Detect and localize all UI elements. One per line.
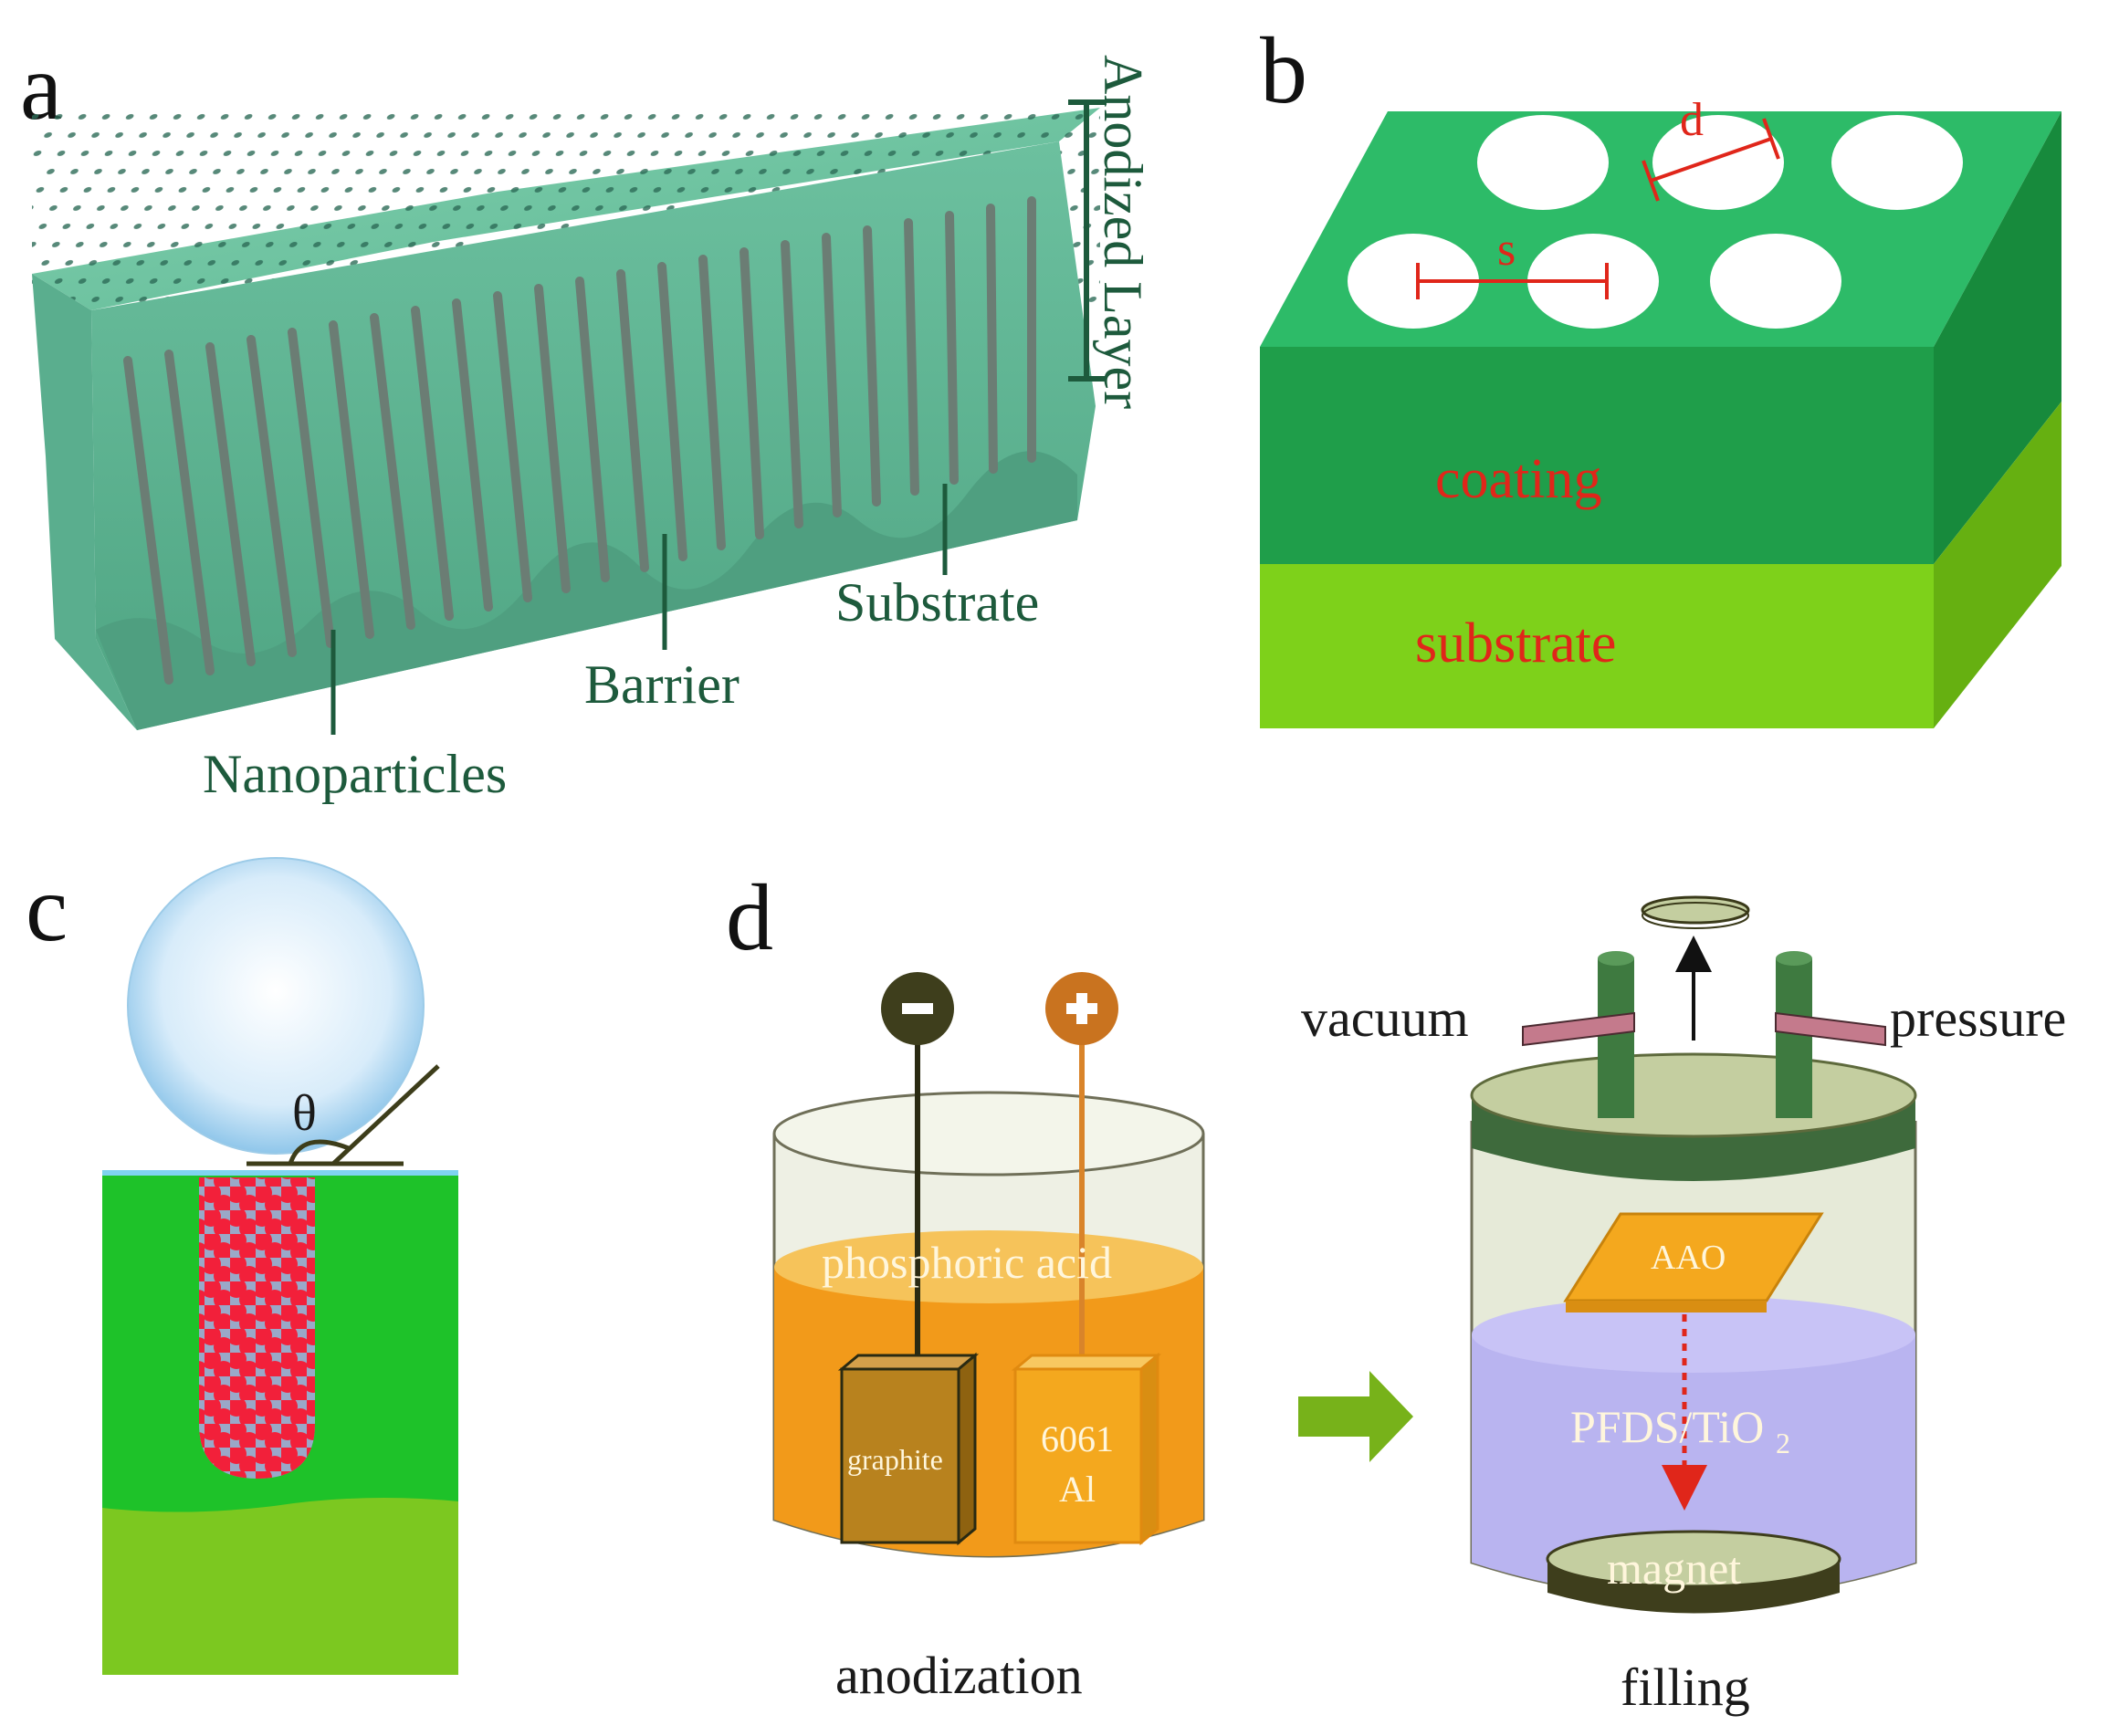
coating-side — [1934, 111, 2061, 564]
vacuum-pipe — [1598, 958, 1634, 1118]
substrate-surface — [96, 451, 1077, 730]
lifted-lid-disc — [1641, 895, 1750, 925]
anodized-block-left — [32, 274, 137, 730]
dimension-d-label: d — [1680, 94, 1704, 146]
water-droplet — [127, 857, 425, 1155]
magnet-top — [1546, 1530, 1841, 1588]
aao-label: AAO — [1651, 1239, 1726, 1277]
filling-vessel: AAO PFDS/TiO 2 magnet — [1470, 895, 1917, 1614]
dimension-s — [1416, 263, 1609, 299]
panel-b: b d s coating — [1260, 18, 2061, 728]
dimension-s-label: s — [1497, 224, 1516, 276]
surface-holes — [1348, 115, 1963, 329]
dimension-d — [1642, 118, 1780, 202]
vacuum-valve — [1522, 1011, 1635, 1047]
graphite-label: graphite — [847, 1443, 943, 1476]
vacuum-label: vacuum — [1301, 988, 1469, 1048]
substrate-front — [1260, 564, 1934, 728]
phosphoric-acid-label: phosphoric acid — [822, 1237, 1112, 1288]
panel-c-letter: c — [26, 856, 68, 961]
pore-columns — [123, 196, 1036, 685]
panel-d: d graphite 6061 Al — [726, 865, 2066, 1717]
beaker-rim — [772, 1091, 1205, 1177]
pfds-label: PFDS/TiO — [1570, 1401, 1764, 1452]
anodization-label: anodization — [835, 1646, 1083, 1705]
process-arrow-icon — [1298, 1371, 1413, 1462]
vessel-lid-top — [1470, 1052, 1917, 1138]
solution-surface — [1472, 1296, 1915, 1373]
pressure-label: pressure — [1890, 988, 2066, 1048]
panel-c: c θ — [26, 856, 458, 1675]
nanoparticle-fill — [199, 1177, 315, 1479]
substrate-side — [1934, 402, 2061, 728]
pressure-pipe — [1776, 958, 1812, 1118]
barrier-label: Barrier — [584, 654, 740, 715]
acid-surface — [774, 1230, 1203, 1303]
magnet-label: magnet — [1607, 1543, 1741, 1594]
substrate-layer-label: substrate — [1415, 612, 1616, 675]
panel-b-letter: b — [1260, 18, 1307, 123]
minus-icon — [902, 1003, 933, 1014]
anodized-layer-label: Anodized Layer — [1093, 55, 1153, 409]
pressure-valve — [1775, 1011, 1886, 1047]
panel-a: a — [20, 35, 1153, 804]
al-label-line1: 6061 — [1041, 1418, 1114, 1459]
coating-front — [1260, 347, 1934, 564]
pfds-subscript: 2 — [1776, 1427, 1790, 1459]
substrate-label: Substrate — [835, 572, 1039, 633]
substrate-block — [102, 1497, 458, 1675]
al-label-line2: Al — [1059, 1469, 1096, 1510]
coating-label: coating — [1435, 448, 1602, 510]
filling-label: filling — [1621, 1658, 1750, 1717]
theta-label: θ — [292, 1085, 317, 1142]
anodized-layer-bracket — [1068, 99, 1107, 382]
anodization-beaker: graphite 6061 Al phosphoric acid — [772, 972, 1205, 1558]
contact-angle — [247, 1064, 440, 1166]
panel-d-letter: d — [726, 865, 773, 970]
nanoparticles-label: Nanoparticles — [203, 744, 507, 804]
